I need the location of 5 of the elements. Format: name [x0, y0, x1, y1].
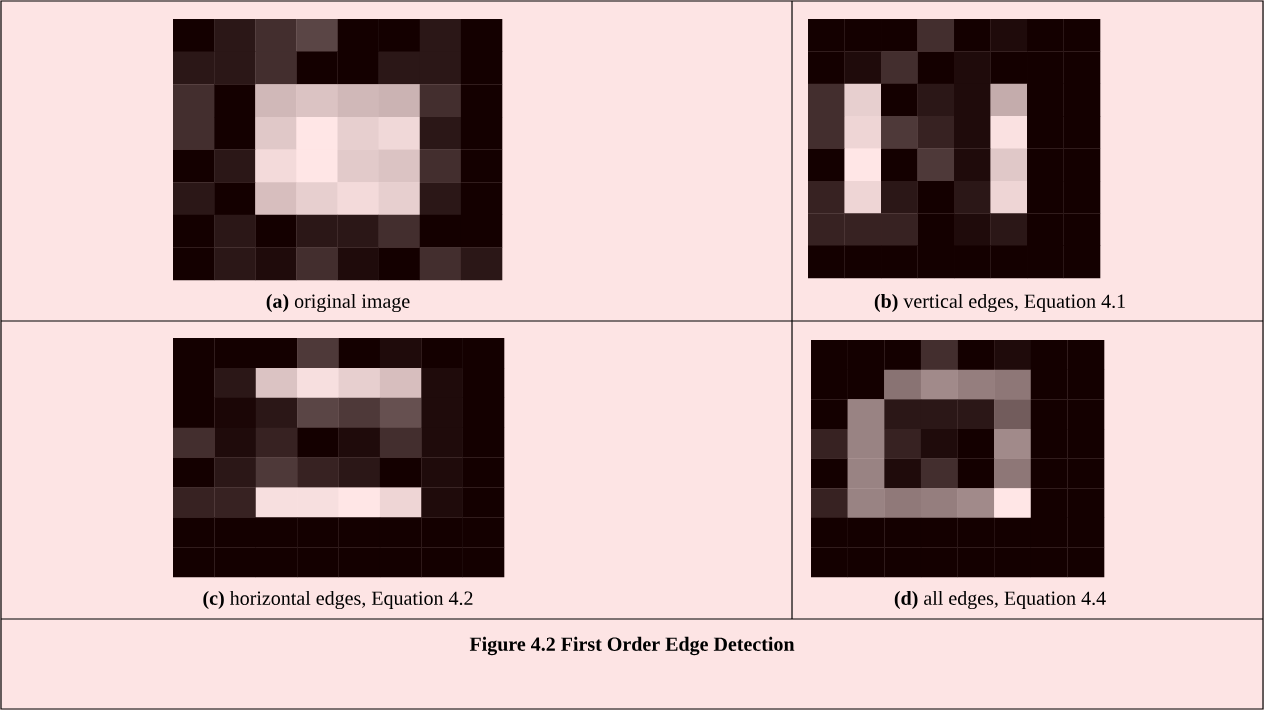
subfigure-caption: (b) vertical edges, Equation 4.1: [874, 293, 1125, 313]
subfigure-caption: (a) original image: [266, 293, 410, 313]
figure-caption: Figure 4.2 First Order Edge Detection: [469, 636, 795, 656]
subfigure-caption: (c) horizontal edges, Equation 4.2: [203, 590, 473, 610]
subfigure-caption: (d) all edges, Equation 4.4: [894, 590, 1106, 610]
